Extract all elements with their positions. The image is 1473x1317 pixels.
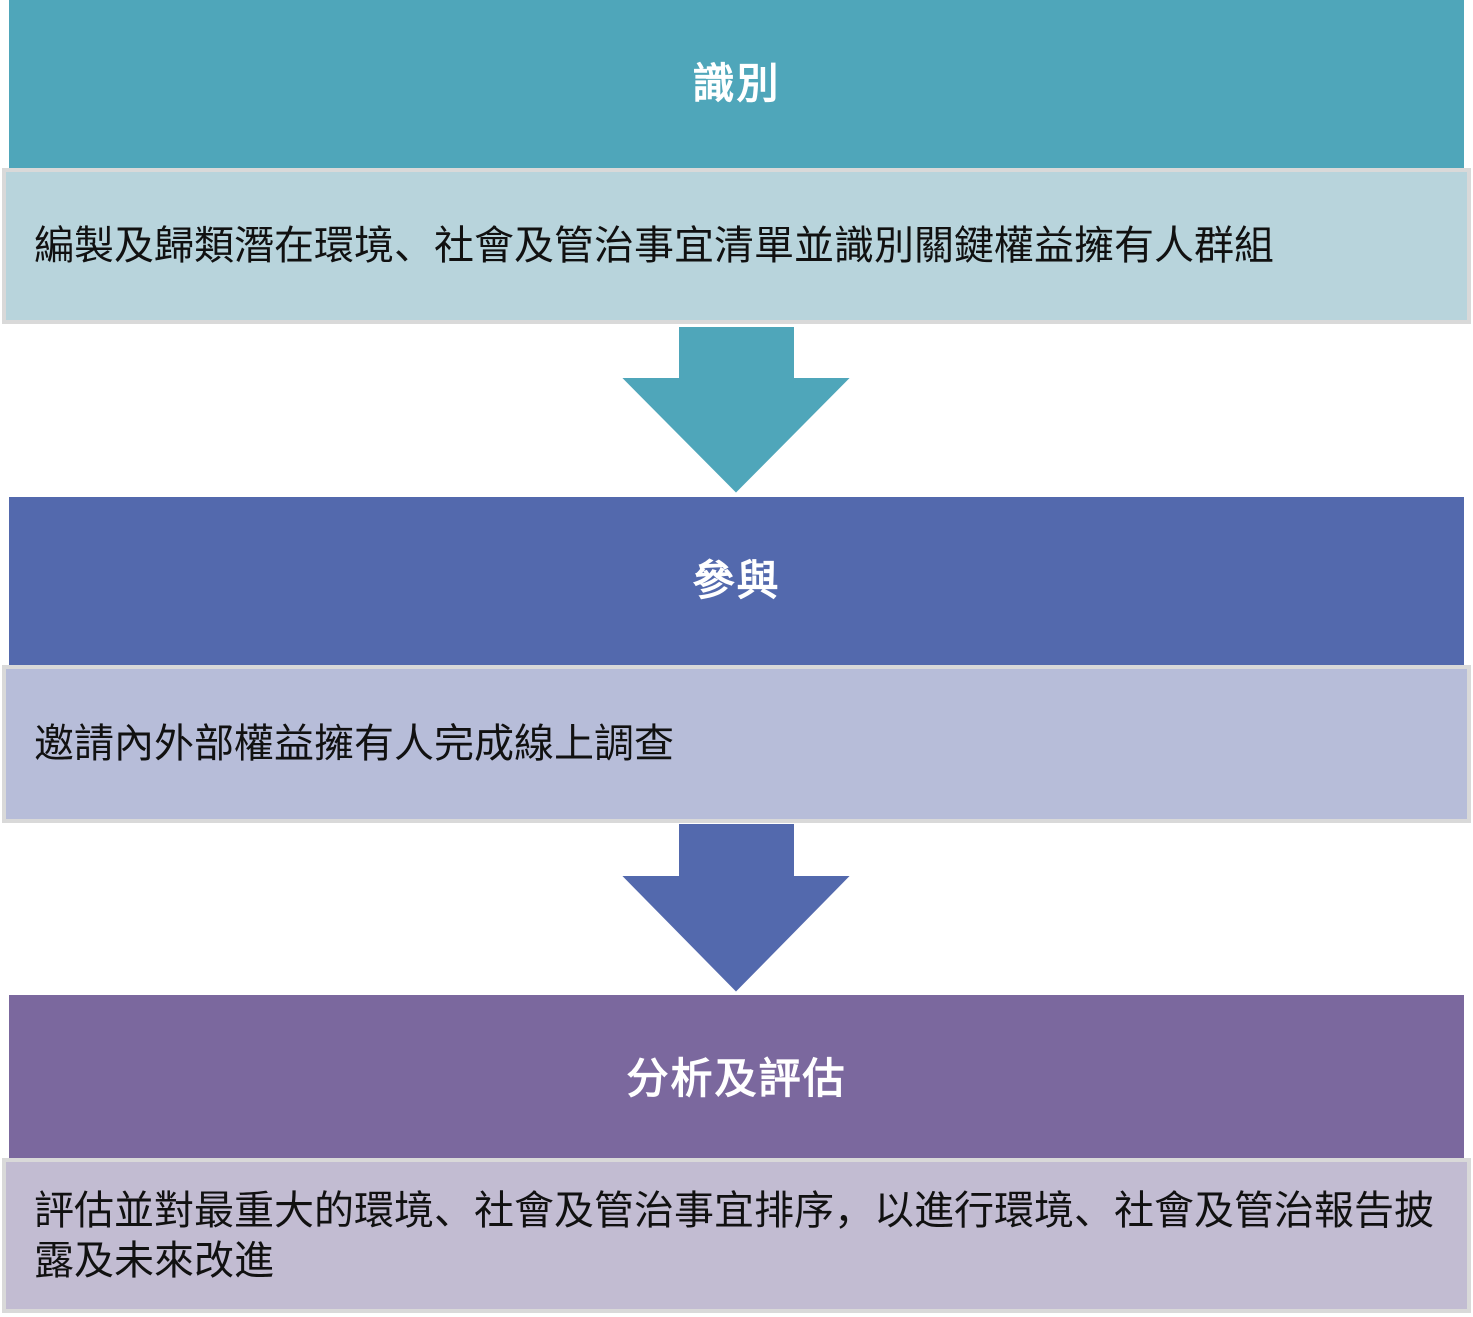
step-1-panel: 編製及歸類潛在環境、社會及管治事宜清單並識別關鍵權益擁有人群組 xyxy=(2,168,1471,324)
step-1-header: 識別 xyxy=(9,0,1464,168)
down-arrow-2-shape xyxy=(620,823,852,995)
step-3-header: 分析及評估 xyxy=(9,995,1464,1163)
step-2-title: 參與 xyxy=(692,555,781,605)
step-3-panel: 評估並對最重大的環境、社會及管治事宜排序，以進行環境、社會及管治報告披露及未來改… xyxy=(2,1158,1471,1313)
step-3-title: 分析及評估 xyxy=(626,1053,847,1103)
down-arrow-icon xyxy=(620,326,852,496)
down-arrow-1-shape xyxy=(620,326,852,496)
step-1-title: 識別 xyxy=(692,58,781,108)
step-2-header: 參與 xyxy=(9,497,1464,665)
step-1-description: 編製及歸類潛在環境、社會及管治事宜清單並識別關鍵權益擁有人群組 xyxy=(34,223,1274,269)
step-2-panel: 邀請內外部權益擁有人完成線上調查 xyxy=(2,665,1471,823)
down-arrow-icon xyxy=(620,823,852,995)
step-2-description: 邀請內外部權益擁有人完成線上調查 xyxy=(34,721,674,767)
step-3-description: 評估並對最重大的環境、社會及管治事宜排序，以進行環境、社會及管治報告披露及未來改… xyxy=(34,1187,1434,1284)
